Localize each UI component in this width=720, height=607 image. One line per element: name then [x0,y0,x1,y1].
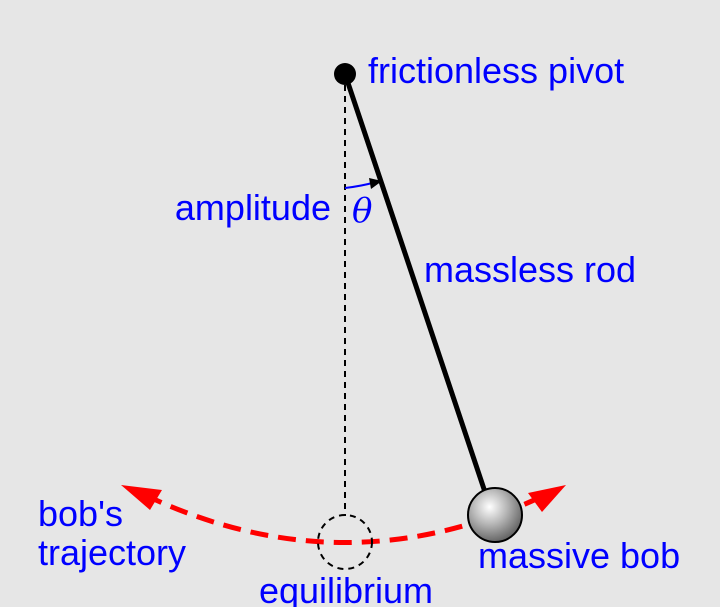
trajectory-label-line1: bob's [38,493,123,534]
trajectory-left-arrowhead [121,485,162,510]
pivot-label: frictionless pivot [368,50,624,91]
equilibrium-position-circle [317,514,373,570]
bob-trajectory-arc [143,492,547,545]
bob-label: massive bob [478,535,680,576]
equilibrium-label: equilibrium [259,570,433,607]
amplitude-label: amplitude [175,187,331,228]
trajectory-label-line2: trajectory [38,532,186,573]
massive-bob [467,487,523,543]
amplitude-arrowhead [369,178,382,189]
pivot-point [334,63,356,85]
angle-symbol: θ [352,191,372,231]
trajectory-right-arrowhead [528,485,566,512]
rod-label: massless rod [424,249,636,290]
massless-rod [342,73,490,499]
